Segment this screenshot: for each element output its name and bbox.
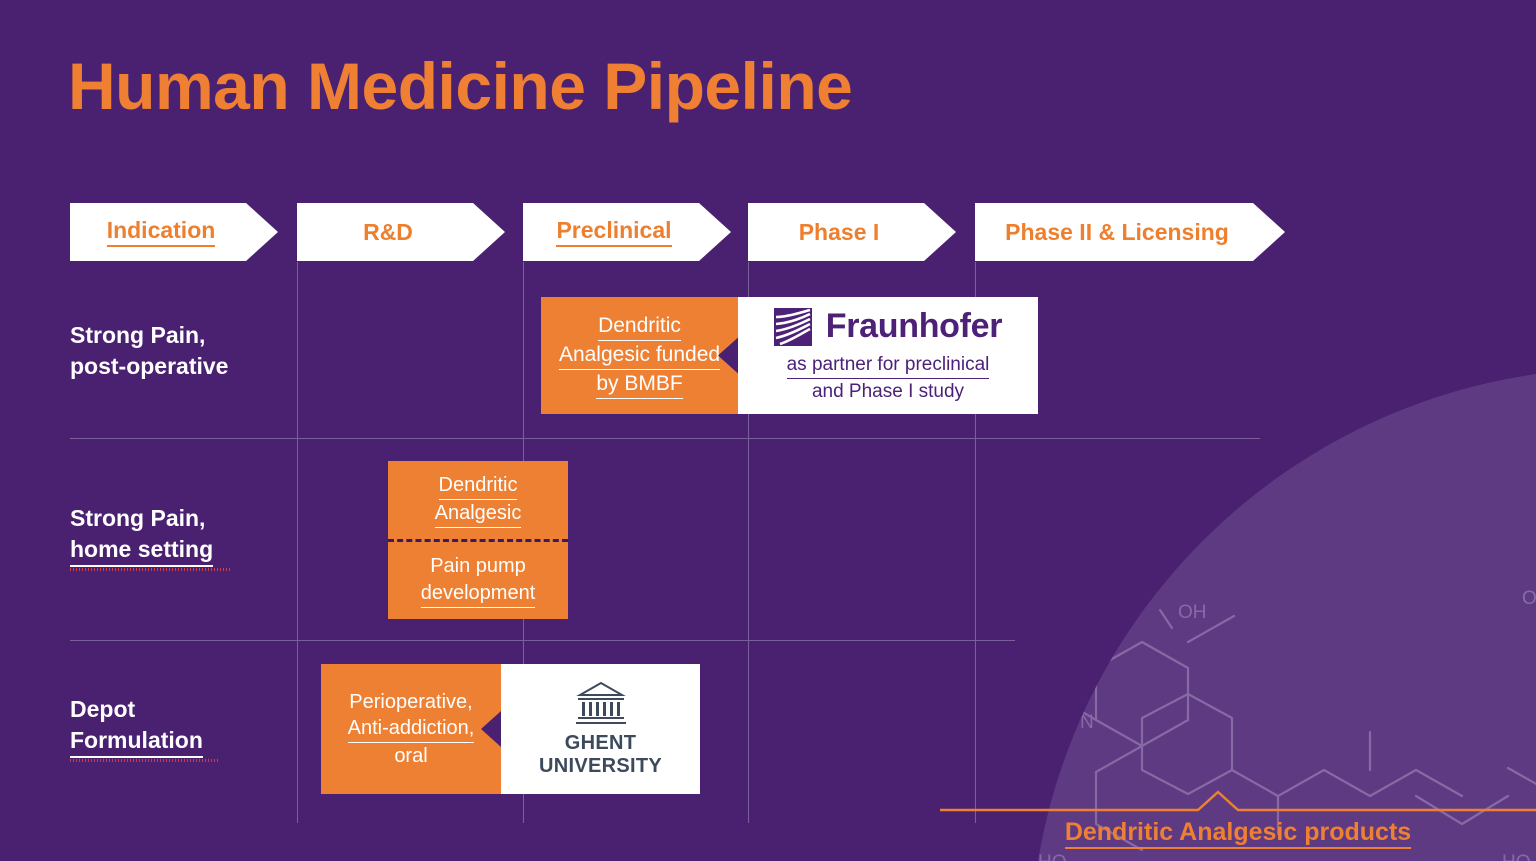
grid-vline-1 — [297, 262, 298, 823]
fraunhofer-subtitle-line2: and Phase I study — [811, 380, 965, 402]
grid-vline-4 — [975, 262, 976, 823]
card-row1-orange-pane: Dendritic Analgesic funded by BMBF — [541, 297, 738, 414]
svg-text:OH: OH — [1178, 602, 1207, 623]
phase-arrow-phase-2-licensing[interactable]: Phase II & Licensing — [975, 203, 1285, 261]
fraunhofer-subtitle: as partner for preclinical and Phase I s… — [786, 352, 990, 403]
row-label-line2: Formulation — [70, 725, 203, 759]
svg-text:N: N — [1080, 712, 1094, 733]
ghent-university-wordmark: GHENT UNIVERSITY — [539, 732, 662, 778]
row-label-line2: post-operative — [70, 353, 229, 380]
grid-vline-3 — [748, 262, 749, 823]
card-row1-line3: by BMBF — [596, 370, 682, 399]
row-label-line1: Strong Pain, — [70, 322, 206, 348]
card-row2-rd-box[interactable]: Dendritic Analgesic Pain pump developmen… — [388, 461, 568, 619]
phase-label-rd: R&D — [363, 218, 413, 245]
ghent-line1: GHENT — [564, 732, 637, 754]
card-row1-orange-text: Dendritic Analgesic funded by BMBF — [559, 312, 720, 398]
card-row3-line1: Perioperative, — [349, 690, 473, 713]
phase-label-indication: Indication — [107, 217, 216, 247]
svg-text:OH: OH — [1522, 588, 1536, 609]
card-row1-line1: Dendritic — [598, 312, 681, 341]
phase-label-phase-1: Phase I — [798, 218, 880, 245]
card-row3-orange-pane: Perioperative, Anti-addiction, oral — [321, 664, 501, 794]
ghent-line2: UNIVERSITY — [538, 755, 663, 777]
card-row1-preclinical-phase1[interactable]: Dendritic Analgesic funded by BMBF — [541, 297, 1038, 414]
card-row2-divider — [388, 538, 568, 542]
svg-text:HO: HO — [1502, 852, 1531, 861]
phase-arrow-rd[interactable]: R&D — [297, 203, 505, 261]
up-chevron-brace-icon — [940, 790, 1536, 816]
row-label-line1: Strong Pain, — [70, 505, 206, 531]
svg-text:HO: HO — [1038, 852, 1067, 861]
card-row3-orange-text: Perioperative, Anti-addiction, oral — [348, 689, 475, 769]
fraunhofer-logo-icon — [773, 307, 812, 346]
card-row2-bottom-line1: Pain pump — [430, 554, 526, 577]
card-row3-line2: Anti-addiction, — [348, 715, 475, 742]
ghent-university-logo-icon — [574, 680, 628, 726]
card-row2-top: Dendritic Analgesic — [388, 461, 568, 539]
row-label-depot-formulation: Depot Formulation — [70, 694, 218, 763]
card-row2-top-line2: Analgesic — [434, 500, 522, 528]
decorative-circle — [1030, 368, 1536, 861]
phase-label-phase-2-licensing: Phase II & Licensing — [1005, 218, 1229, 245]
spellcheck-squiggle — [70, 568, 230, 572]
decorative-molecule-pattern: OHOH HOHO HOHO HOHO HOOH HOOH NN 1 — [1030, 368, 1536, 861]
card-row1-line2: Analgesic funded — [559, 341, 720, 370]
phase-label-preclinical: Preclinical — [556, 217, 671, 247]
footer-caption: Dendritic Analgesic products — [940, 818, 1536, 849]
grid-hline-2 — [70, 640, 1015, 641]
card-row2-bottom: Pain pump development — [388, 542, 568, 620]
footer-caption-text: Dendritic Analgesic products — [1064, 818, 1412, 849]
card-row3-indication-rd[interactable]: Perioperative, Anti-addiction, oral — [321, 664, 700, 794]
phase-arrow-indication[interactable]: Indication — [70, 203, 278, 261]
spellcheck-squiggle — [70, 759, 218, 763]
page-title: Human Medicine Pipeline — [68, 49, 853, 123]
card-row2-bottom-line2: development — [420, 580, 536, 608]
grid-hline-1 — [70, 438, 1260, 439]
card-row2-top-line1: Dendritic — [438, 472, 518, 500]
fraunhofer-name: Fraunhofer — [825, 307, 1003, 346]
fraunhofer-subtitle-line1: as partner for preclinical — [786, 352, 990, 379]
card-row1-partner-pane: Fraunhofer as partner for preclinical an… — [738, 297, 1038, 414]
phase-arrow-preclinical[interactable]: Preclinical — [523, 203, 731, 261]
row-label-strong-pain-post-operative: Strong Pain, post-operative — [70, 320, 228, 382]
phase-arrow-phase-1[interactable]: Phase I — [748, 203, 956, 261]
fraunhofer-logo-lockup: Fraunhofer — [773, 307, 1003, 346]
card-row3-partner-pane: GHENT UNIVERSITY — [501, 664, 700, 794]
row-label-line2: home setting — [70, 534, 214, 568]
card-row3-line3: oral — [394, 744, 428, 767]
row-label-strong-pain-home-setting: Strong Pain, home setting — [70, 503, 230, 572]
row-label-line1: Depot — [70, 696, 136, 722]
